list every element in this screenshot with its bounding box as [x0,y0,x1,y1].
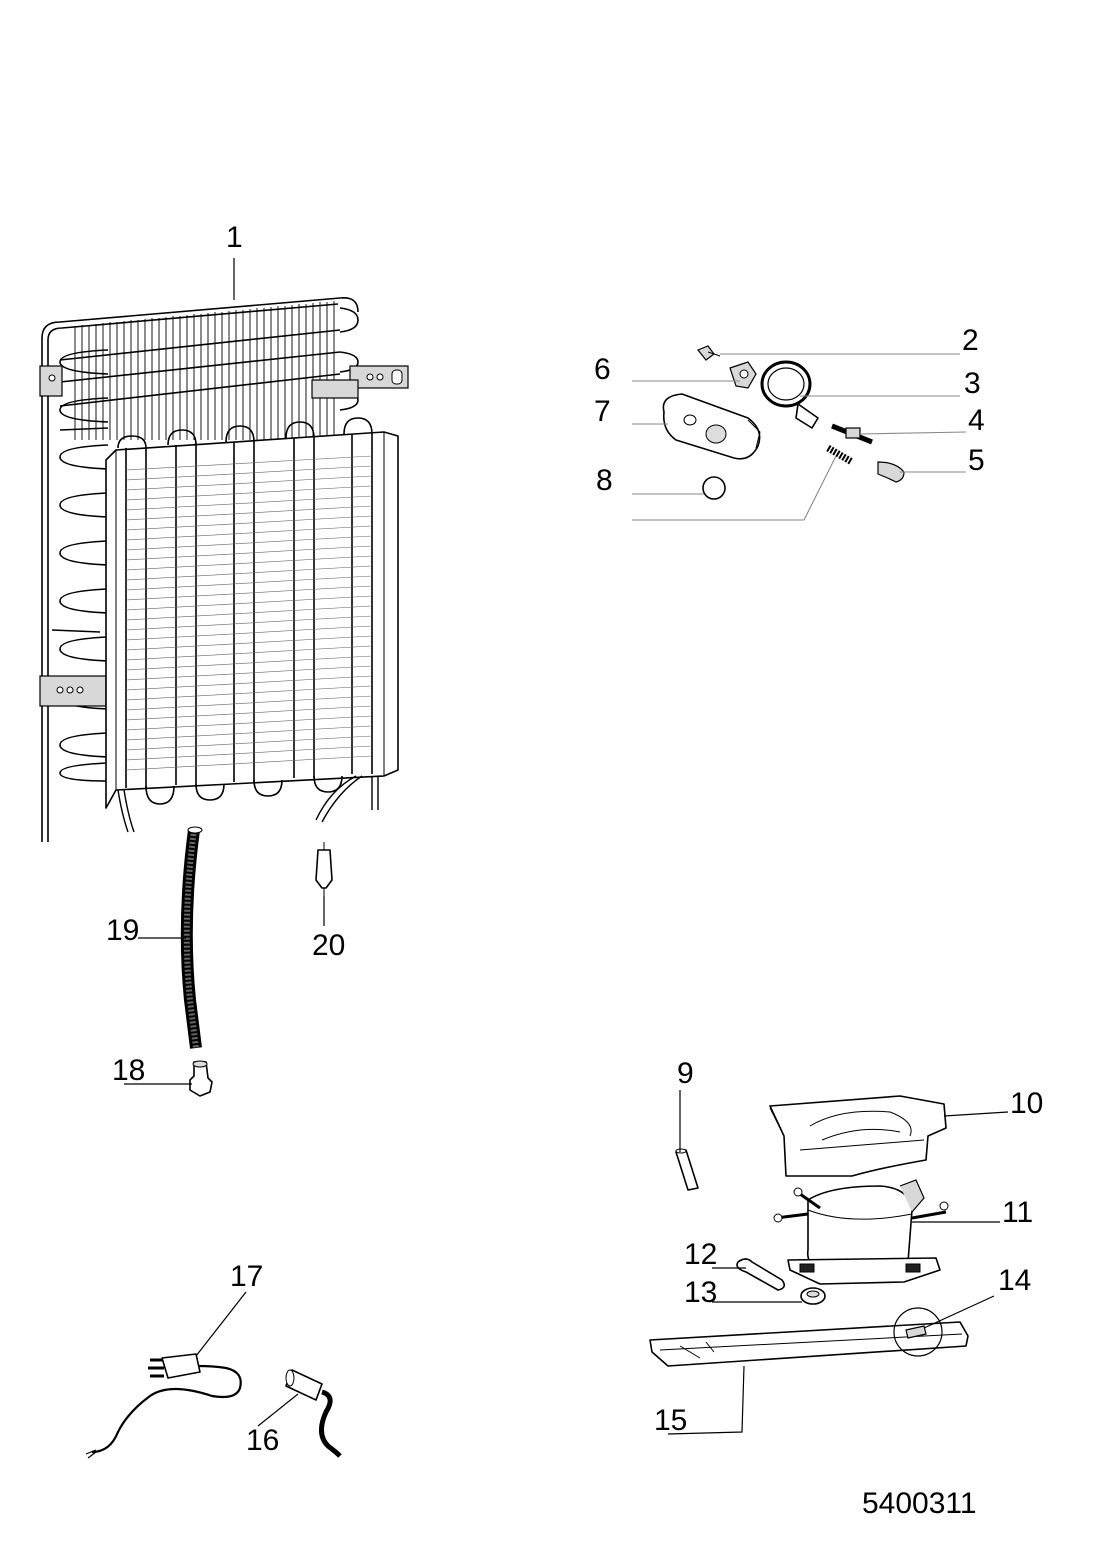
condenser-outlet-pipes [51,629,379,833]
callout-16: 16 [246,1424,279,1457]
lamp-holder [831,423,873,445]
callout-7: 7 [594,395,611,428]
callout-13: 13 [684,1276,717,1309]
lamp-housing [662,393,761,460]
drain-cap [189,1060,213,1097]
callout-labels: 1 2 3 4 5 6 7 8 9 10 11 12 13 14 15 16 1… [106,221,1043,1520]
lamp-bulb [702,476,726,500]
callout-15: 15 [654,1404,687,1437]
condenser-front-fins [125,455,373,771]
condenser-back-tube [41,296,359,842]
thermostat-shaft [697,345,721,361]
leader-lines [124,258,1009,1435]
callout-12: 12 [684,1238,717,1271]
callout-19: 19 [106,914,139,947]
lamp-ring [760,360,819,429]
callout-5: 5 [968,444,985,477]
clamp [736,1258,786,1291]
thermostat-lamp-group [662,345,905,500]
compressor-tray [769,1095,947,1177]
callout-2: 2 [962,324,979,357]
condenser-bracket-top-left [39,365,63,397]
compressor [773,1179,949,1285]
callout-8: 8 [596,464,613,497]
callout-4: 4 [968,404,985,437]
callout-14: 14 [998,1264,1031,1297]
drain-hose [180,826,203,1049]
callout-10: 10 [1010,1087,1043,1120]
power-cord [85,1353,242,1459]
callout-6: 6 [594,353,611,386]
callout-20: 20 [312,929,345,962]
drier-filter [315,842,333,896]
condenser-front-tubes [117,417,373,805]
condenser-front-panel [105,431,399,809]
condenser-bracket-top-right [311,365,409,399]
drawing-code: 5400311 [862,1487,977,1520]
capacitor [285,1369,342,1458]
lamp-diffuser [877,461,905,483]
callout-18: 18 [112,1054,145,1087]
spring [826,444,854,466]
callout-11: 11 [1002,1196,1033,1229]
callout-3: 3 [964,367,981,400]
pin [675,1148,699,1191]
condenser-bracket-bottom-left [39,675,107,707]
condenser-assembly [39,296,409,842]
callout-9: 9 [677,1057,694,1090]
thermostat-body [729,361,757,389]
callout-1: 1 [226,221,243,254]
grommet [800,1287,826,1305]
detail-circle [893,1307,943,1357]
callout-17: 17 [230,1260,263,1293]
condenser-back-wires [74,301,335,440]
